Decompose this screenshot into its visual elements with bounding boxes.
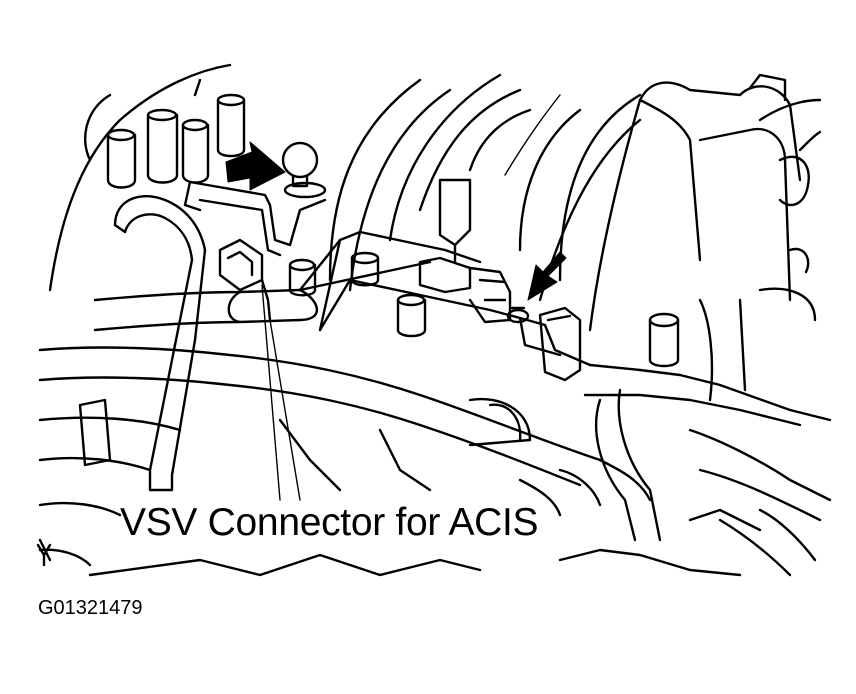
diagram-caption: VSV Connector for ACIS bbox=[120, 501, 539, 544]
upper-left-cylinders bbox=[106, 78, 246, 189]
figure-id: G01321479 bbox=[38, 597, 143, 619]
vsv-connector-left bbox=[218, 238, 272, 322]
leader-lines bbox=[261, 94, 561, 501]
rail-bracket bbox=[438, 178, 472, 264]
rail-caps bbox=[288, 251, 680, 368]
vsv-unit-right bbox=[418, 256, 582, 382]
bottom-boundary bbox=[88, 508, 762, 577]
intake-manifold bbox=[588, 73, 817, 402]
lower-hoses bbox=[36, 338, 832, 577]
fuel-rail bbox=[93, 230, 832, 427]
black-arrow-icon bbox=[527, 251, 567, 301]
ball-stud-bracket bbox=[183, 141, 327, 257]
callout-arrows bbox=[225, 141, 567, 301]
hook-pipe bbox=[113, 195, 207, 347]
black-arrow-icon bbox=[225, 141, 286, 191]
